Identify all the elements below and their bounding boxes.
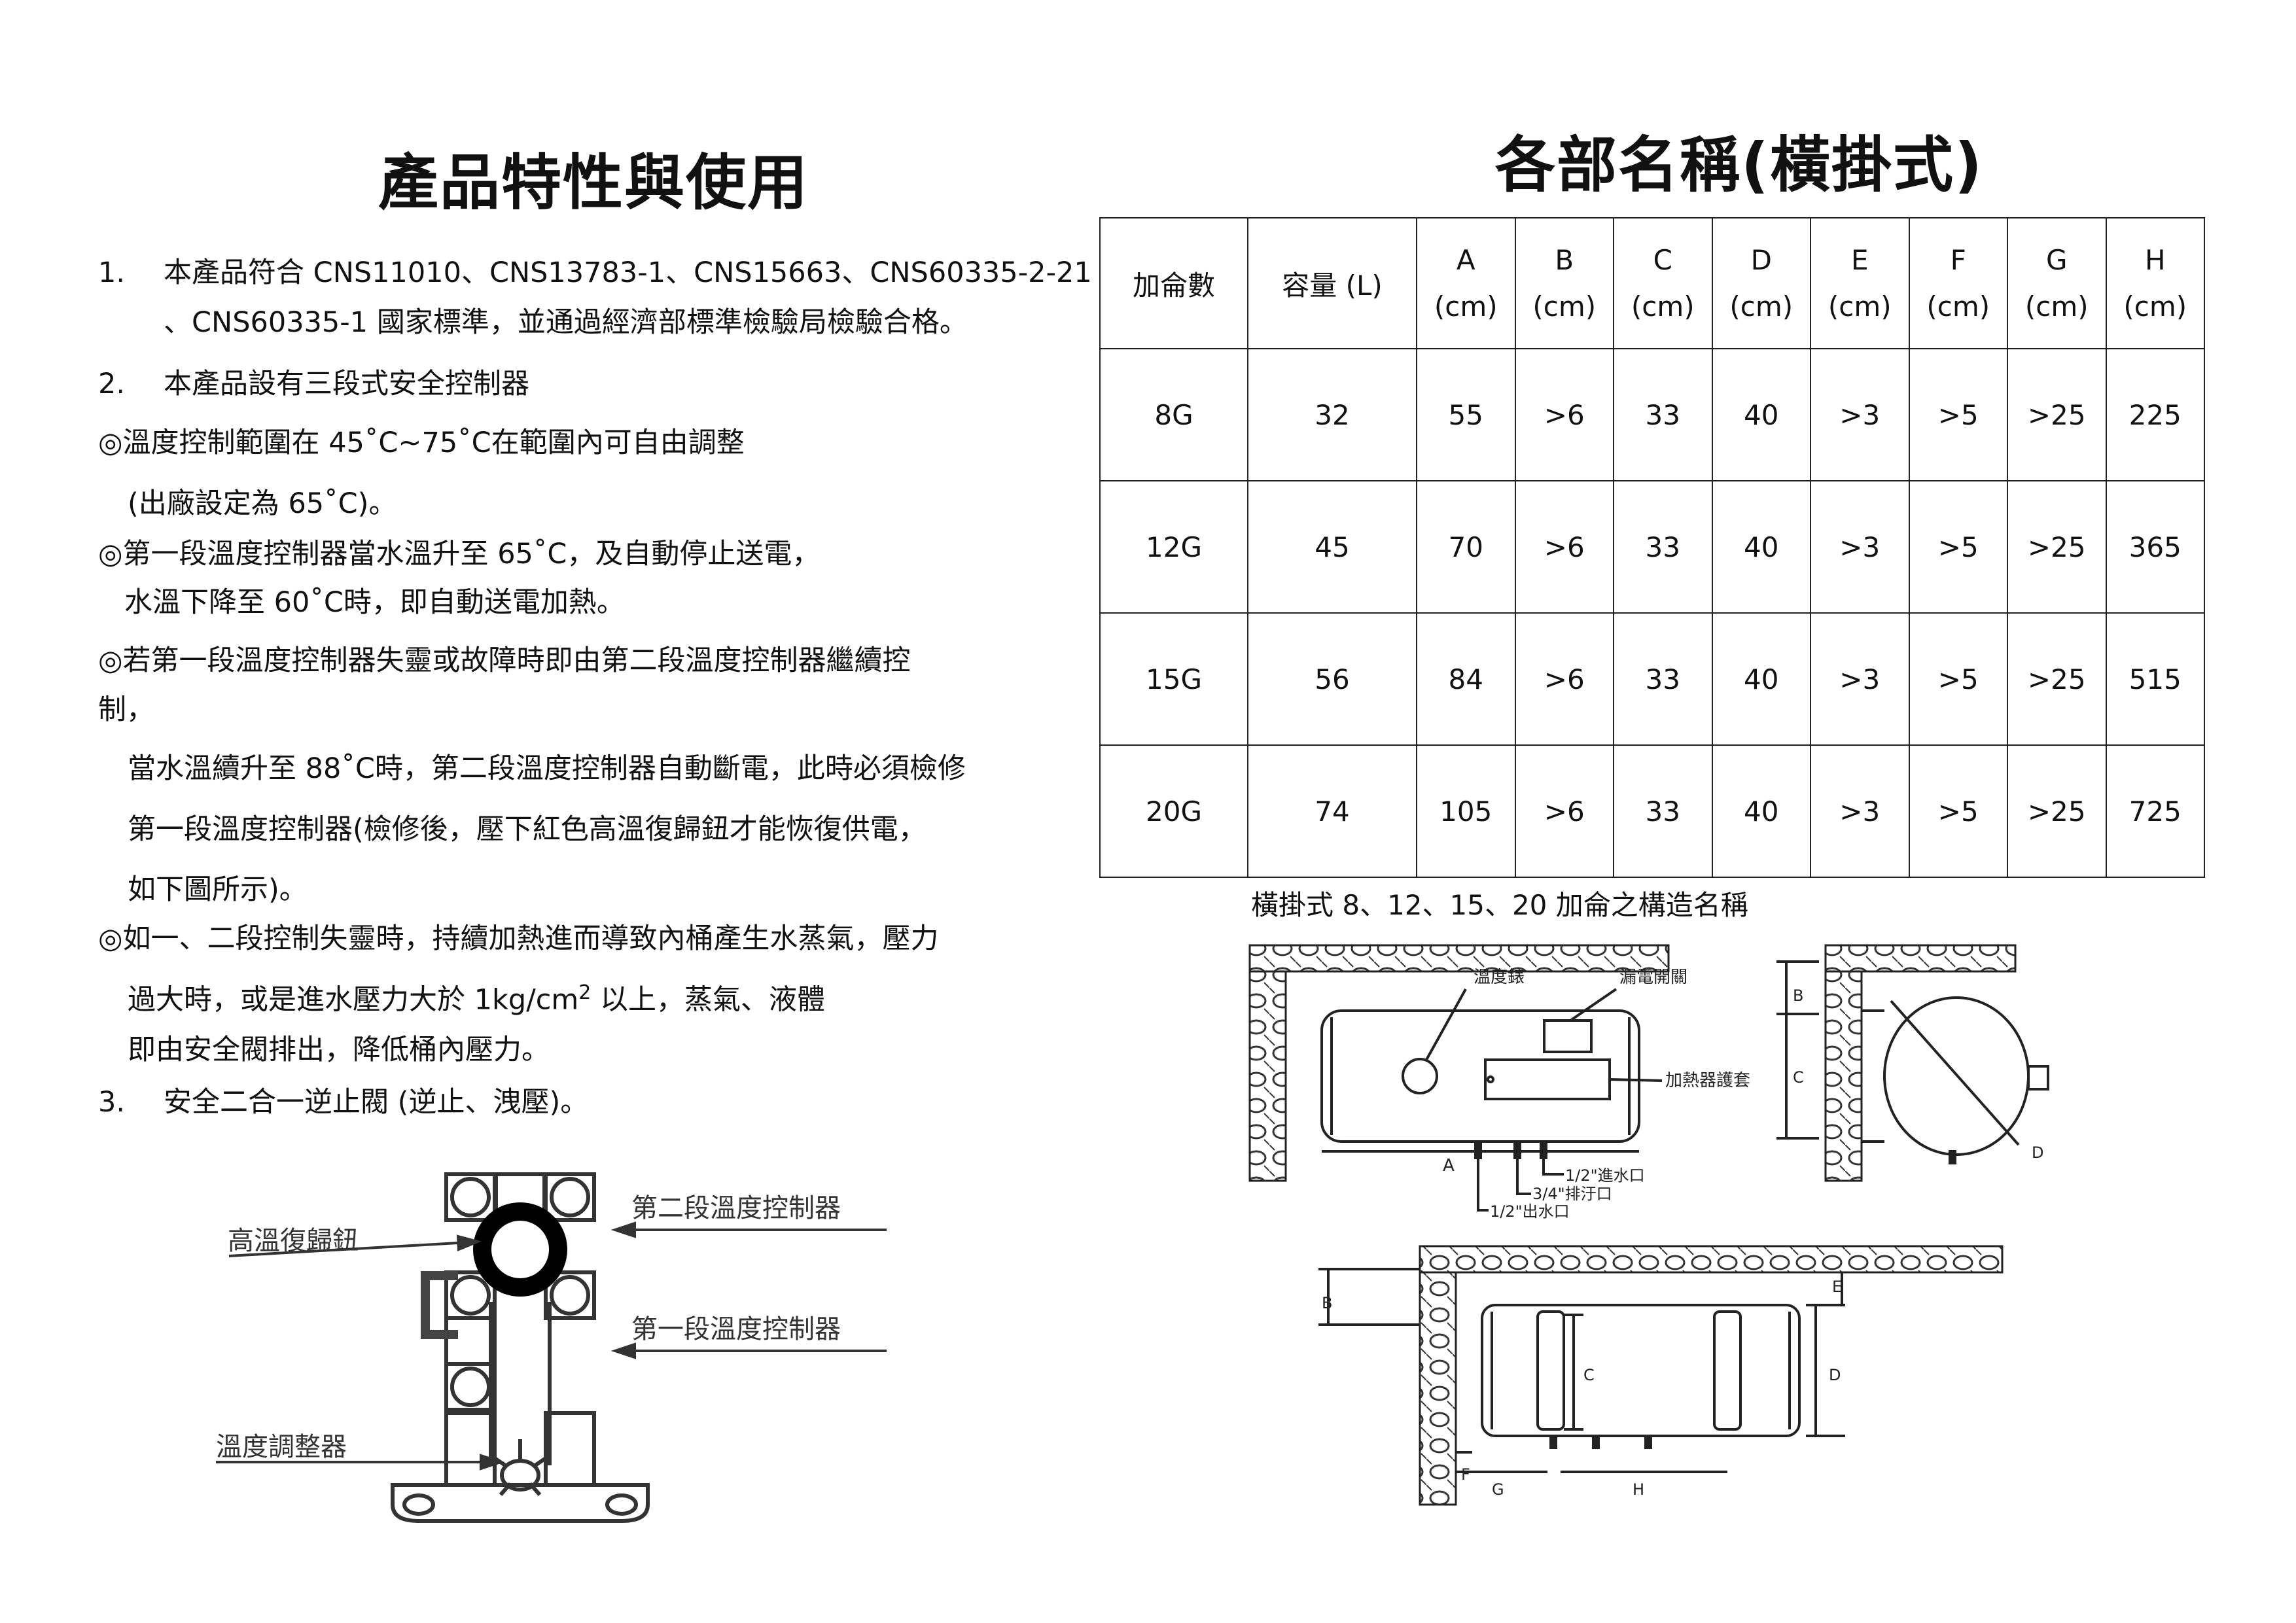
dim-f: F: [1461, 1465, 1470, 1484]
para-first-stage-2: 水溫下降至 60˚C時，即自動送電加熱。: [124, 586, 625, 619]
label-temp-adjuster: 溫度調整器: [216, 1432, 347, 1462]
label-leakage-switch: 漏電開關: [1619, 968, 1687, 987]
para-second-stage-4: 第一段溫度控制器(檢修後，壓下紅色高溫復歸鈕才能恢復供電，: [128, 813, 927, 846]
header-model: 加侖數: [1099, 217, 1248, 349]
item-1-line-1: 1.本產品符合 CNS11010、CNS13783-1、CNS15663、CNS…: [98, 256, 1092, 289]
table-row: 20G 74 105 >6 33 40 >3 >5 >25 725: [1099, 744, 2205, 878]
dim-d-bottom: D: [1829, 1366, 1841, 1384]
table-header-row: 加侖數 容量 (L) A(cm) B(cm) C(cm) D(cm) E(cm)…: [1099, 217, 2205, 349]
header-col-e: E(cm): [1810, 217, 1910, 349]
header-col-c: C(cm): [1613, 217, 1713, 349]
item-2-line-1: 2.本產品設有三段式安全控制器: [98, 368, 529, 400]
para-safety-valve-3: 即由安全閥排出，降低桶內壓力。: [128, 1034, 550, 1066]
item-1-line-2: 、CNS60335-1 國家標準，並通過經濟部標準檢驗局檢驗合格。: [164, 306, 968, 339]
dim-g: G: [1492, 1480, 1504, 1499]
para-temp-range: ◎溫度控制範圍在 45˚C~75˚C在範圍內可自由調整: [98, 427, 745, 459]
para-safety-valve-2: 過大時，或是進水壓力大於 1kg/cm2 以上，蒸氣、液體: [128, 981, 826, 1017]
label-water-outlet: 1/2"出水口: [1490, 1202, 1570, 1221]
heater-structure-diagram: 溫度錶 漏電開關 加熱器護套 1/2"進水口 3/4"排汙口 1/2"出水口 A…: [1248, 944, 2049, 1506]
label-thermometer: 溫度錶: [1474, 968, 1525, 987]
dim-e: E: [1832, 1278, 1842, 1296]
dim-c-top: C: [1793, 1068, 1804, 1087]
header-col-f: F(cm): [1908, 217, 2008, 349]
label-heater-cover: 加熱器護套: [1665, 1071, 1750, 1091]
left-title: 產品特性與使用: [378, 148, 809, 218]
para-safety-valve: ◎如一、二段控制失靈時，持續加熱進而導致內桶產生水蒸氣，壓力: [98, 922, 939, 955]
para-second-stage-5: 如下圖所示)。: [128, 873, 308, 906]
dim-b-bottom: B: [1322, 1294, 1332, 1312]
label-reset-button: 高溫復歸鈕: [228, 1226, 359, 1256]
para-temp-range-2: (出廠設定為 65˚C)。: [128, 487, 397, 520]
table-caption: 橫掛式 8、12、15、20 加侖之構造名稱: [1251, 889, 1748, 921]
thermostat-diagram: 高溫復歸鈕 第二段溫度控制器 第一段溫度控制器 溫度調整器: [216, 1172, 887, 1523]
header-col-b: B(cm): [1514, 217, 1614, 349]
table-row: 8G 32 55 >6 33 40 >3 >5 >25 225: [1099, 348, 2205, 481]
header-col-d: D(cm): [1711, 217, 1811, 349]
dim-b-top: B: [1793, 986, 1803, 1005]
item-3-line-1: 3.安全二合一逆止閥 (逆止、洩壓)。: [98, 1086, 589, 1119]
spec-table: 加侖數 容量 (L) A(cm) B(cm) C(cm) D(cm) E(cm)…: [1099, 217, 2205, 878]
header-col-a: A(cm): [1416, 217, 1516, 349]
label-second-controller: 第二段溫度控制器: [631, 1193, 841, 1223]
header-capacity: 容量 (L): [1247, 217, 1417, 349]
label-water-inlet: 1/2"進水口: [1565, 1166, 1645, 1185]
dim-h: H: [1633, 1480, 1644, 1499]
para-first-stage: ◎第一段溫度控制器當水溫升至 65˚C，及自動停止送電，: [98, 538, 821, 570]
dim-c-bottom: C: [1583, 1366, 1595, 1384]
para-second-stage: ◎若第一段溫度控制器失靈或故障時即由第二段溫度控制器繼續控: [98, 644, 911, 677]
para-second-stage-2: 制，: [98, 693, 154, 726]
para-second-stage-3: 當水溫續升至 88˚C時，第二段溫度控制器自動斷電，此時必須檢修: [128, 752, 966, 785]
label-first-controller: 第一段溫度控制器: [631, 1314, 841, 1344]
table-row: 12G 45 70 >6 33 40 >3 >5 >25 365: [1099, 480, 2205, 614]
dim-a: A: [1443, 1156, 1455, 1176]
dim-d-top: D: [2032, 1143, 2043, 1162]
header-col-g: G(cm): [2007, 217, 2107, 349]
label-drain: 3/4"排汙口: [1532, 1185, 1612, 1203]
header-col-h: H(cm): [2105, 217, 2205, 349]
right-title: 各部名稱(橫掛式): [1495, 130, 1984, 200]
table-row: 15G 56 84 >6 33 40 >3 >5 >25 515: [1099, 612, 2205, 746]
